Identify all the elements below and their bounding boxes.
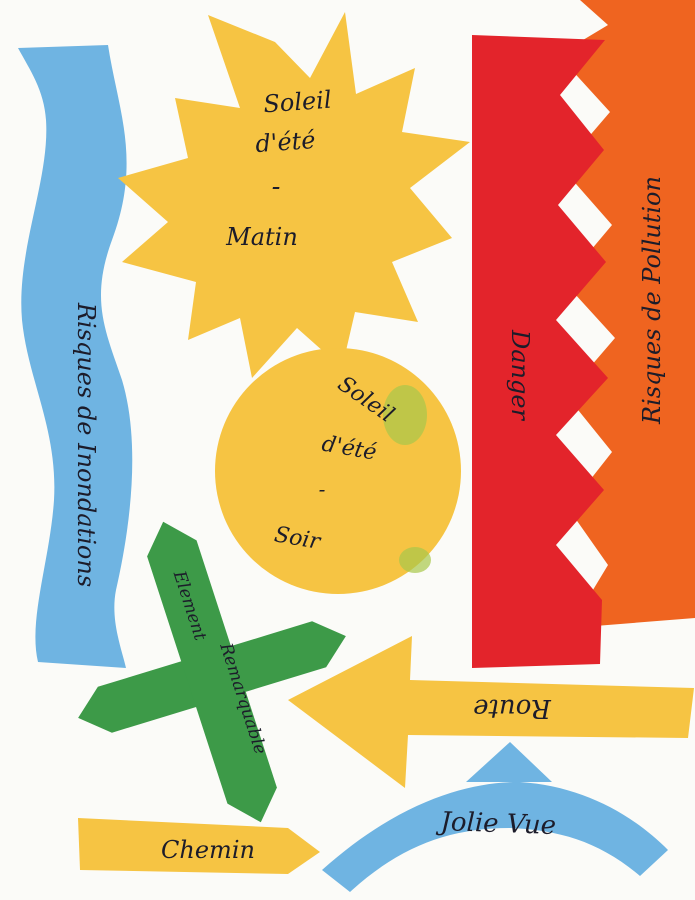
summer-sun-morning: Soleil d'été - Matin [118, 12, 470, 378]
green-arrow-vertical [147, 521, 277, 823]
orange-zigzag-shape [558, 0, 695, 628]
danger-band: Danger [472, 35, 608, 668]
blue-wave-shape [18, 45, 133, 668]
path-label: Chemin [161, 836, 255, 864]
summer-sun-evening: Soleil d'été - Soir [215, 348, 461, 594]
pollution-band: Risques de Pollution [558, 0, 695, 628]
green-paint-smudge-lower [399, 547, 431, 573]
danger-label: Danger [506, 329, 534, 422]
remarkable-cross: Element Remarquable [78, 521, 346, 823]
view-arch: Jolie Vue [322, 742, 668, 892]
pollution-label: Risques de Pollution [638, 176, 666, 425]
flood-wave: Risques de Inondations [18, 45, 133, 668]
yellow-path-arrow-shape [78, 818, 320, 874]
yellow-road-arrow-shape [288, 636, 694, 788]
road-arrow: Route [288, 636, 694, 788]
red-zigzag-shape [472, 35, 608, 668]
yellow-star-sun-shape [118, 12, 470, 378]
morning-sun-line3: Matin [225, 223, 298, 251]
blue-arch-shape [322, 742, 668, 892]
view-label: Jolie Vue [435, 807, 557, 841]
morning-sun-line1: Soleil [262, 86, 332, 119]
green-paint-smudge [383, 385, 427, 445]
path-arrow: Chemin [78, 818, 320, 874]
morning-sun-dash: - [272, 172, 281, 202]
road-label: Route [473, 693, 552, 723]
evening-sun-dash: - [319, 477, 326, 501]
morning-sun-line2: d'été [255, 126, 317, 158]
flood-label: Risques de Inondations [72, 302, 100, 587]
